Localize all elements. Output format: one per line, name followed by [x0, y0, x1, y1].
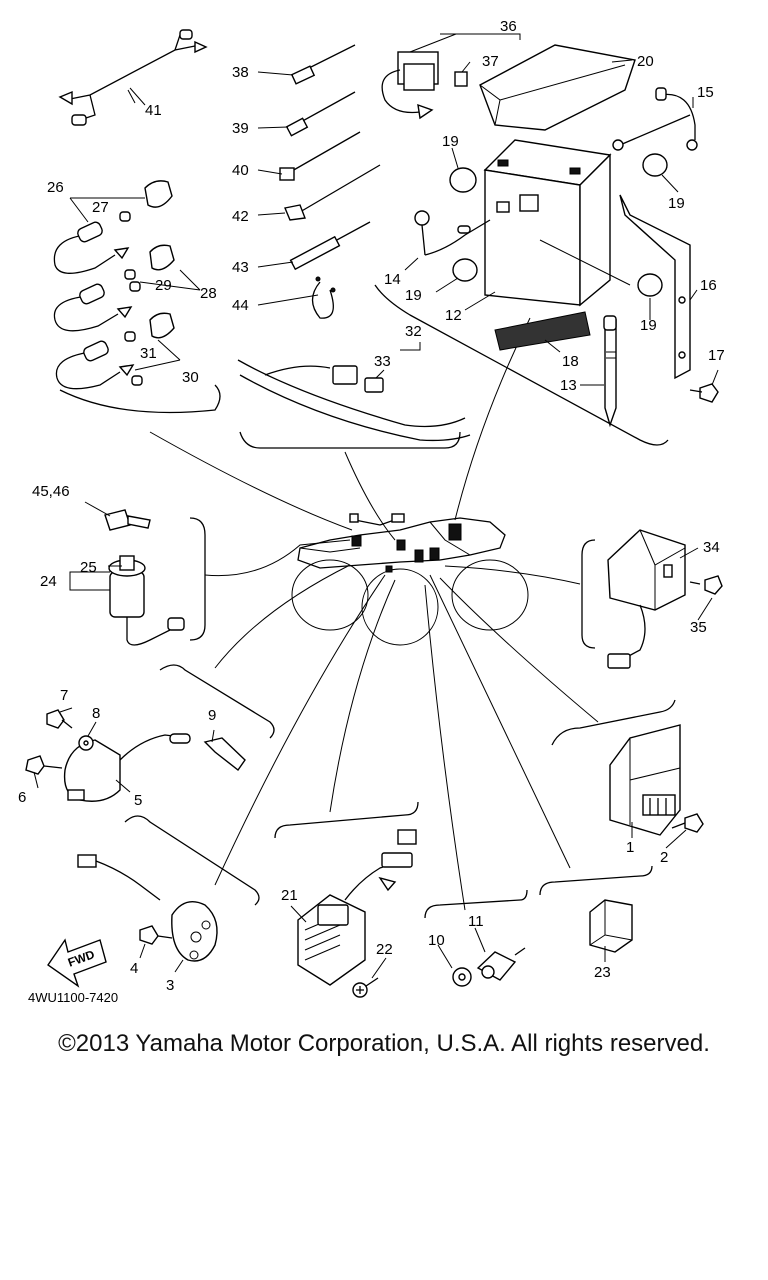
leader-lines — [149, 317, 599, 911]
callout-30: 30 — [182, 369, 199, 386]
battery-cable-14 — [414, 210, 491, 256]
bolt-17 — [689, 383, 719, 403]
callout-13: 13 — [560, 377, 577, 394]
ignition-coil-5 — [63, 733, 191, 802]
starter-relay-36 — [381, 51, 468, 120]
callout-14: 14 — [384, 271, 401, 288]
callout-19-lower: 19 — [640, 317, 657, 334]
callout-18: 18 — [562, 353, 579, 370]
callout-11: 11 — [468, 913, 484, 930]
callout-17: 17 — [708, 347, 725, 364]
group-brackets — [59, 284, 676, 919]
main-switch-24 — [108, 555, 185, 646]
callout-37: 37 — [482, 53, 499, 70]
callout-21: 21 — [281, 887, 298, 904]
callout-38: 38 — [232, 64, 249, 81]
callout-29: 29 — [155, 277, 172, 294]
callout-7: 7 — [60, 687, 68, 704]
callout-36: 36 — [500, 18, 517, 35]
fwd-arrow-icon — [47, 938, 107, 988]
sub-harness-41 — [58, 29, 208, 126]
callout-22: 22 — [376, 941, 393, 958]
callout-42: 42 — [232, 208, 249, 225]
callout-33: 33 — [374, 353, 391, 370]
callout-26: 26 — [47, 179, 64, 196]
callout-12: 12 — [445, 307, 462, 324]
callout-9: 9 — [208, 707, 216, 724]
callout-labels: 36 37 20 15 19 19 19 19 16 17 14 12 18 1… — [18, 18, 725, 1005]
screw-22 — [352, 977, 379, 998]
callout-19-right: 19 — [668, 195, 685, 212]
callout-35: 35 — [690, 619, 707, 636]
callout-40: 40 — [232, 162, 249, 179]
callout-4: 4 — [130, 960, 138, 977]
bolt-7 — [46, 709, 73, 729]
cover-23 — [589, 899, 633, 953]
callout-28: 28 — [200, 285, 217, 302]
keys-45-46 — [104, 509, 151, 531]
callout-44: 44 — [232, 297, 249, 314]
plug-cap-9 — [203, 737, 246, 772]
battery-pad-18 — [494, 311, 591, 351]
bolt-2 — [671, 813, 704, 833]
diagram-code: 4WU1100-7420 — [28, 990, 118, 1005]
callout-27: 27 — [92, 199, 109, 216]
callout-31: 31 — [140, 345, 157, 362]
callout-1: 1 — [626, 839, 634, 856]
breather-pipe-13 — [603, 315, 617, 428]
callout-41: 41 — [145, 102, 162, 119]
callout-34: 34 — [703, 539, 720, 556]
atv-body-outline — [291, 513, 529, 646]
callout-3: 3 — [166, 977, 174, 994]
washer-10 — [452, 967, 472, 987]
callout-39: 39 — [232, 120, 249, 137]
battery-band-16 — [619, 194, 691, 380]
electrical-parts-diagram: 36 37 20 15 19 19 19 19 16 17 14 12 18 1… — [18, 18, 725, 1005]
battery-12 — [483, 139, 631, 307]
sensor-11 — [476, 947, 526, 981]
clips-and-bands — [279, 44, 381, 319]
callout-8: 8 — [92, 705, 100, 722]
callout-23: 23 — [594, 964, 611, 981]
callout-25: 25 — [80, 559, 97, 576]
bolt-35 — [689, 575, 723, 595]
grommets-19 — [449, 153, 668, 297]
battery-lead-15 — [612, 87, 698, 151]
regulator-21 — [297, 829, 417, 986]
cdi-unit-1 — [609, 724, 681, 836]
rectifier-34 — [607, 529, 686, 669]
callout-2: 2 — [660, 849, 668, 866]
pickup-coil-3 — [77, 854, 218, 962]
callout-32: 32 — [405, 323, 422, 340]
washer-8 — [78, 735, 94, 751]
callout-10: 10 — [428, 932, 445, 949]
copyright-notice: ©2013 Yamaha Motor Corporation, U.S.A. A… — [58, 1030, 710, 1057]
callout-24: 24 — [40, 573, 57, 590]
callout-6: 6 — [18, 789, 26, 806]
bolt-6 — [25, 755, 63, 775]
callout-5: 5 — [134, 792, 142, 809]
callout-15: 15 — [697, 84, 714, 101]
callout-45-46: 45,46 — [32, 483, 70, 500]
bolt-4 — [139, 925, 173, 945]
callout-19-mid: 19 — [405, 287, 422, 304]
wire-harness-32 — [237, 359, 471, 442]
callout-20: 20 — [637, 53, 654, 70]
callout-43: 43 — [232, 259, 249, 276]
battery-cover-20 — [479, 44, 636, 131]
callout-leaders — [33, 33, 719, 979]
callout-16: 16 — [700, 277, 717, 294]
spark-plug-leads — [53, 180, 201, 390]
callout-19-top: 19 — [442, 133, 459, 150]
